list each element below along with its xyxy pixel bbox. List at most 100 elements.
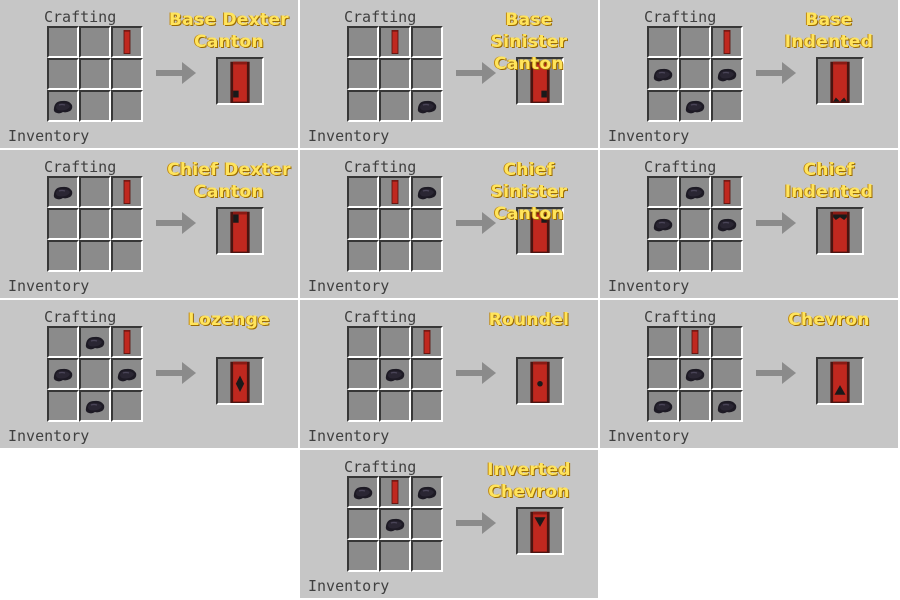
crafting-slot[interactable] — [411, 476, 443, 508]
crafting-slot[interactable] — [647, 390, 679, 422]
crafting-slot[interactable] — [47, 240, 79, 272]
result-slot[interactable] — [216, 207, 264, 255]
ink-sac-icon[interactable] — [51, 94, 75, 118]
crafting-slot[interactable] — [47, 358, 79, 390]
red-banner-icon[interactable] — [683, 330, 707, 354]
red-banner-icon[interactable] — [415, 330, 439, 354]
ink-sac-icon[interactable] — [683, 180, 707, 204]
crafting-slot[interactable] — [79, 58, 111, 90]
crafting-slot[interactable] — [379, 240, 411, 272]
patterned-banner-icon[interactable] — [818, 209, 862, 253]
ink-sac-icon[interactable] — [715, 212, 739, 236]
result-slot[interactable] — [516, 507, 564, 555]
crafting-slot[interactable] — [347, 176, 379, 208]
crafting-slot[interactable] — [79, 26, 111, 58]
crafting-slot[interactable] — [379, 326, 411, 358]
patterned-banner-icon[interactable] — [518, 209, 562, 253]
result-slot[interactable] — [216, 57, 264, 105]
ink-sac-icon[interactable] — [115, 362, 139, 386]
crafting-slot[interactable] — [347, 508, 379, 540]
ink-sac-icon[interactable] — [415, 480, 439, 504]
crafting-slot[interactable] — [79, 358, 111, 390]
crafting-slot[interactable] — [111, 358, 143, 390]
patterned-banner-icon[interactable] — [518, 359, 562, 403]
result-slot[interactable] — [816, 57, 864, 105]
crafting-slot[interactable] — [647, 176, 679, 208]
crafting-slot[interactable] — [711, 176, 743, 208]
ink-sac-icon[interactable] — [415, 180, 439, 204]
crafting-slot[interactable] — [379, 58, 411, 90]
crafting-slot[interactable] — [647, 358, 679, 390]
ink-sac-icon[interactable] — [51, 362, 75, 386]
crafting-slot[interactable] — [647, 58, 679, 90]
crafting-slot[interactable] — [411, 390, 443, 422]
crafting-slot[interactable] — [347, 58, 379, 90]
patterned-banner-icon[interactable] — [518, 509, 562, 553]
crafting-slot[interactable] — [47, 208, 79, 240]
crafting-slot[interactable] — [679, 358, 711, 390]
ink-sac-icon[interactable] — [351, 480, 375, 504]
ink-sac-icon[interactable] — [715, 62, 739, 86]
crafting-slot[interactable] — [379, 358, 411, 390]
crafting-slot[interactable] — [411, 540, 443, 572]
crafting-slot[interactable] — [347, 208, 379, 240]
crafting-slot[interactable] — [679, 26, 711, 58]
ink-sac-icon[interactable] — [683, 362, 707, 386]
crafting-slot[interactable] — [379, 208, 411, 240]
ink-sac-icon[interactable] — [51, 180, 75, 204]
result-slot[interactable] — [516, 207, 564, 255]
ink-sac-icon[interactable] — [715, 394, 739, 418]
crafting-slot[interactable] — [379, 508, 411, 540]
crafting-slot[interactable] — [379, 26, 411, 58]
crafting-slot[interactable] — [111, 176, 143, 208]
result-slot[interactable] — [216, 357, 264, 405]
crafting-slot[interactable] — [111, 26, 143, 58]
crafting-slot[interactable] — [47, 326, 79, 358]
crafting-slot[interactable] — [679, 58, 711, 90]
red-banner-icon[interactable] — [115, 30, 139, 54]
crafting-slot[interactable] — [347, 358, 379, 390]
crafting-slot[interactable] — [711, 326, 743, 358]
crafting-slot[interactable] — [379, 390, 411, 422]
crafting-slot[interactable] — [47, 58, 79, 90]
crafting-slot[interactable] — [347, 540, 379, 572]
result-slot[interactable] — [516, 57, 564, 105]
crafting-slot[interactable] — [47, 390, 79, 422]
crafting-slot[interactable] — [79, 208, 111, 240]
red-banner-icon[interactable] — [115, 330, 139, 354]
crafting-slot[interactable] — [111, 326, 143, 358]
crafting-slot[interactable] — [411, 26, 443, 58]
ink-sac-icon[interactable] — [83, 394, 107, 418]
patterned-banner-icon[interactable] — [818, 359, 862, 403]
crafting-slot[interactable] — [647, 326, 679, 358]
patterned-banner-icon[interactable] — [518, 59, 562, 103]
ink-sac-icon[interactable] — [651, 394, 675, 418]
red-banner-icon[interactable] — [715, 180, 739, 204]
crafting-slot[interactable] — [411, 508, 443, 540]
crafting-slot[interactable] — [47, 90, 79, 122]
ink-sac-icon[interactable] — [383, 362, 407, 386]
crafting-slot[interactable] — [79, 240, 111, 272]
crafting-slot[interactable] — [411, 90, 443, 122]
crafting-slot[interactable] — [379, 90, 411, 122]
crafting-slot[interactable] — [379, 540, 411, 572]
crafting-slot[interactable] — [711, 358, 743, 390]
crafting-slot[interactable] — [647, 90, 679, 122]
crafting-slot[interactable] — [711, 390, 743, 422]
ink-sac-icon[interactable] — [683, 94, 707, 118]
crafting-slot[interactable] — [379, 176, 411, 208]
crafting-slot[interactable] — [679, 390, 711, 422]
crafting-slot[interactable] — [79, 176, 111, 208]
red-banner-icon[interactable] — [383, 30, 407, 54]
crafting-slot[interactable] — [411, 208, 443, 240]
crafting-slot[interactable] — [711, 26, 743, 58]
crafting-slot[interactable] — [679, 326, 711, 358]
crafting-slot[interactable] — [411, 240, 443, 272]
crafting-slot[interactable] — [411, 326, 443, 358]
crafting-slot[interactable] — [679, 90, 711, 122]
crafting-slot[interactable] — [347, 326, 379, 358]
red-banner-icon[interactable] — [115, 180, 139, 204]
patterned-banner-icon[interactable] — [818, 59, 862, 103]
crafting-slot[interactable] — [679, 176, 711, 208]
crafting-slot[interactable] — [79, 326, 111, 358]
